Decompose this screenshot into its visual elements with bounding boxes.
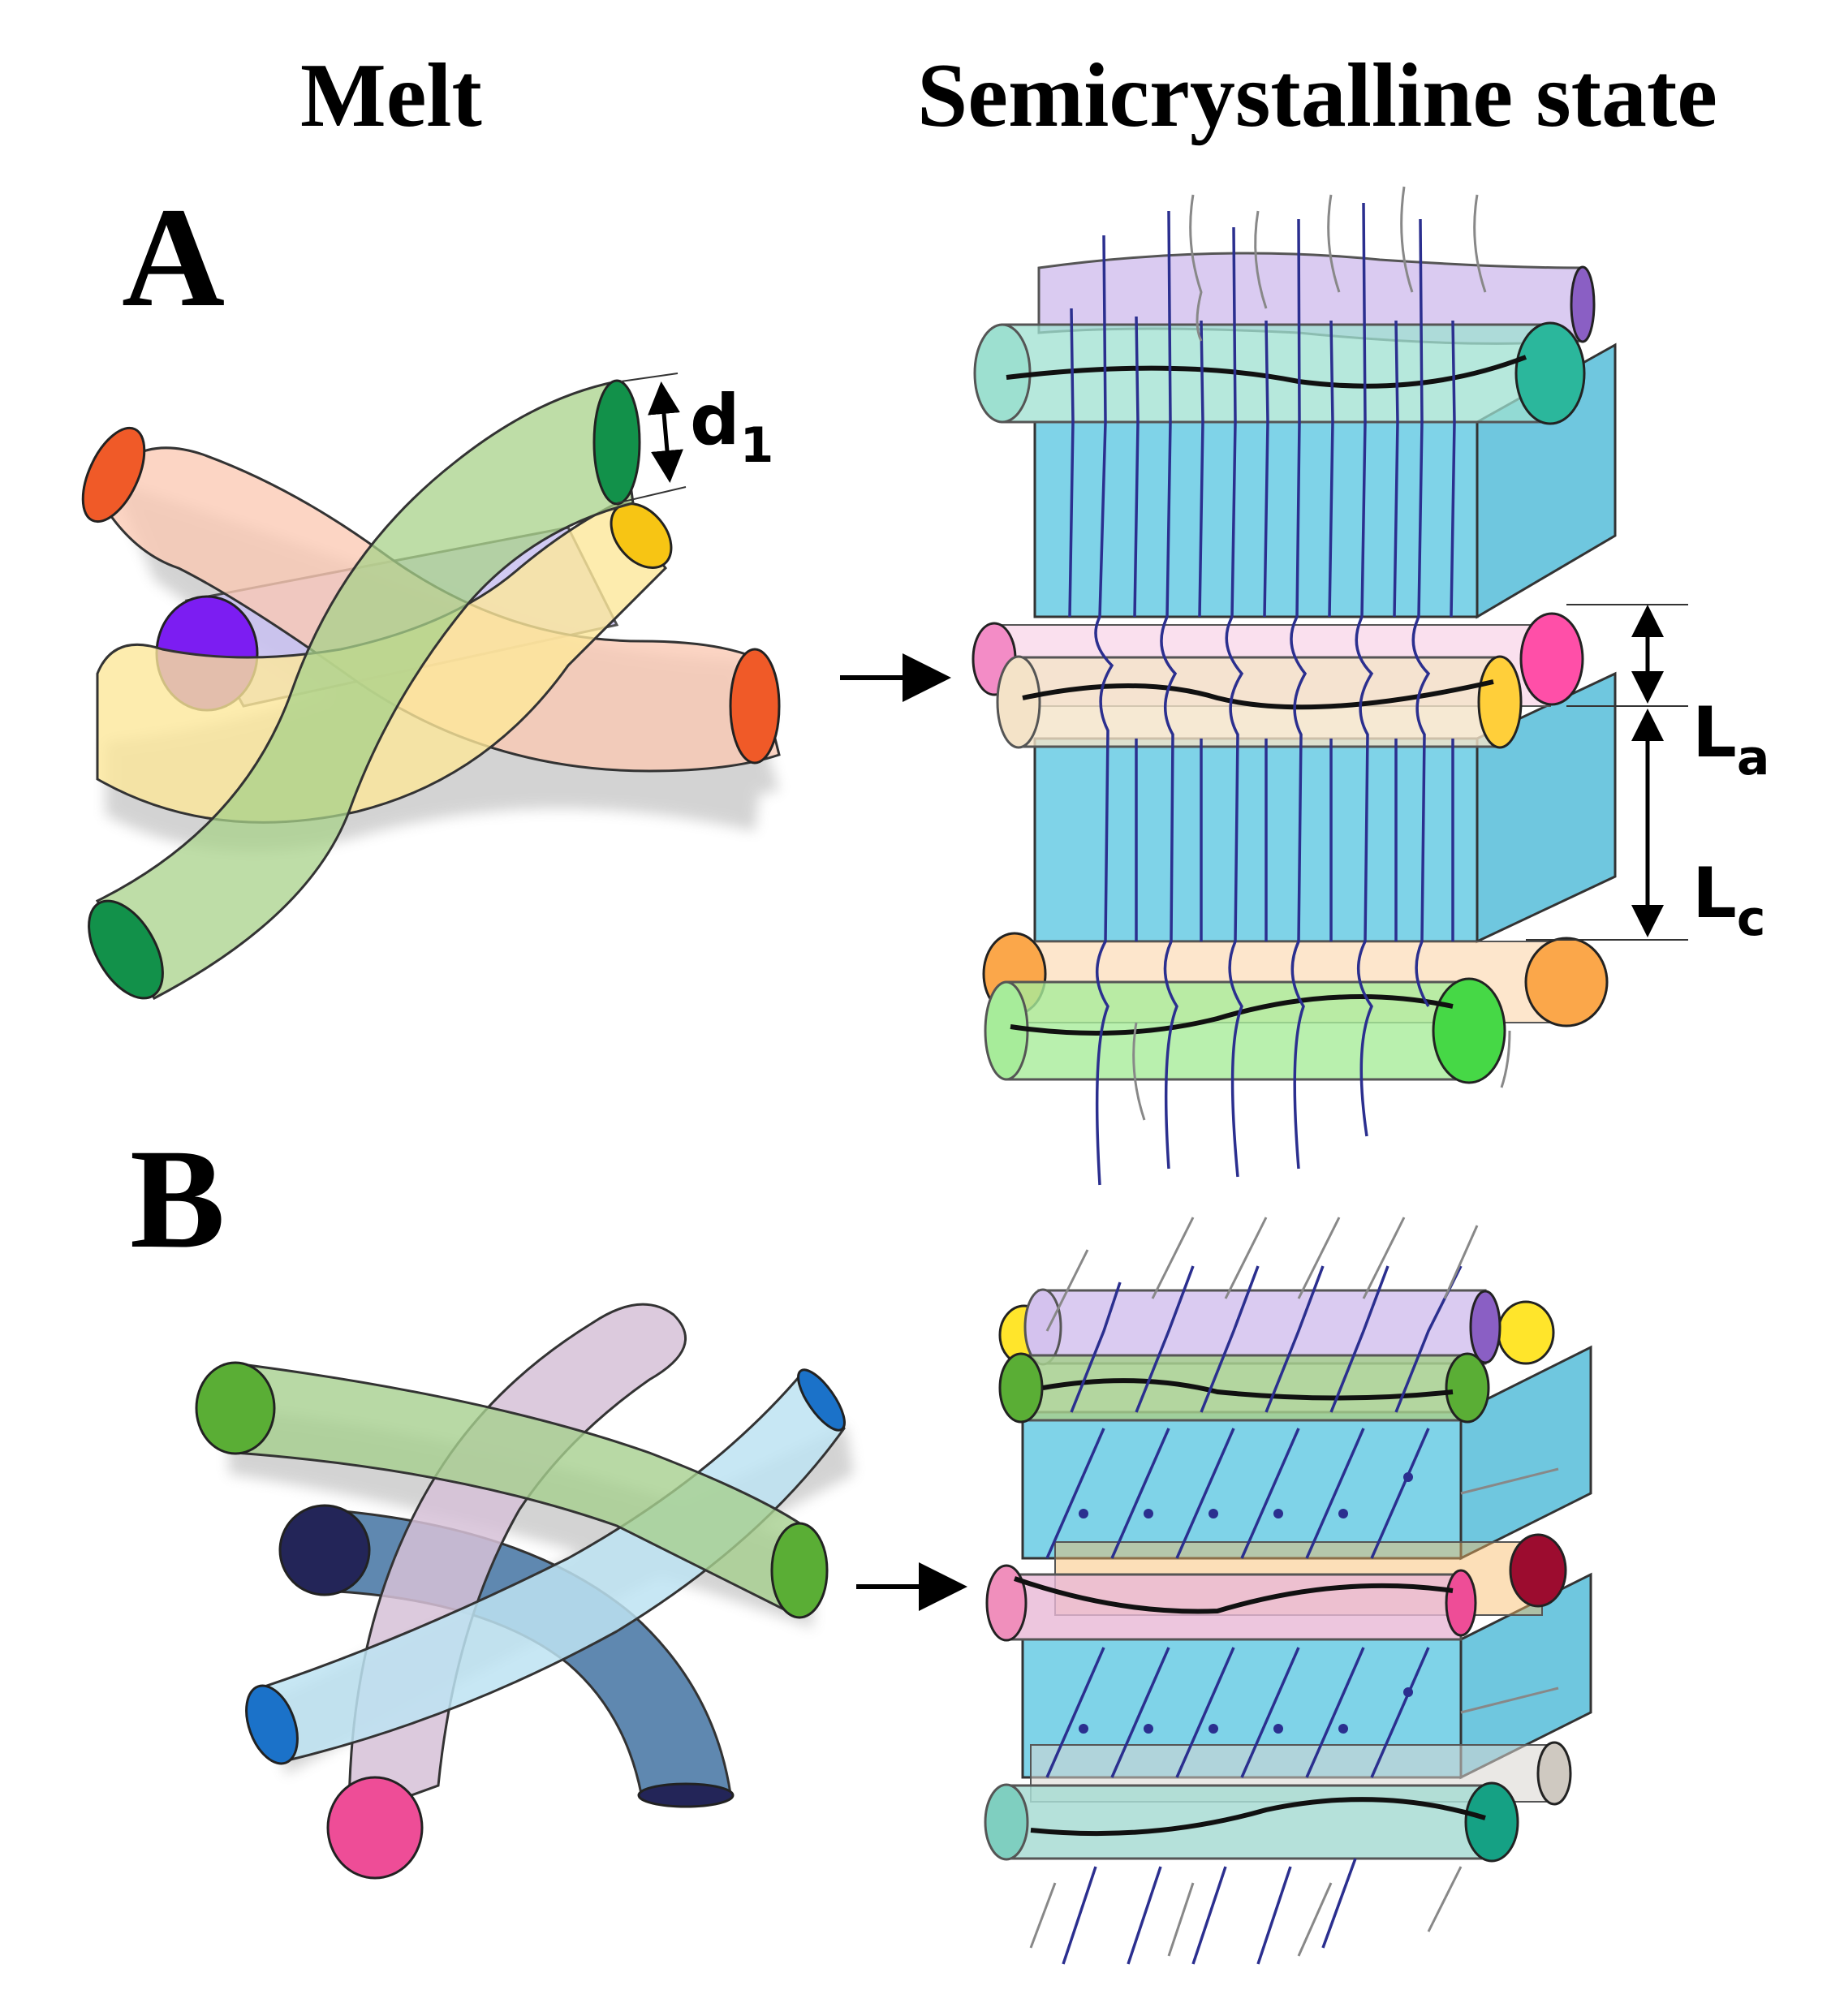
tube-b-top-lilac — [998, 1288, 1555, 1366]
tube-a-mid-cream — [996, 655, 1523, 749]
semicrystalline-b — [984, 1217, 1592, 1965]
chains-b — [1045, 1265, 1463, 1965]
crystal-lamella-b1 — [1021, 1345, 1592, 1561]
tube-b-mid — [985, 1533, 1567, 1642]
tube-a-bottom-green — [984, 977, 1506, 1084]
melt-a-tube-green — [88, 379, 641, 1000]
label-lc: Lc — [1692, 853, 1766, 947]
d1-dimension — [616, 373, 687, 504]
melt-b-tube-green — [195, 1361, 829, 1619]
crystal-lamella-a1 — [1033, 342, 1617, 619]
chains-a — [1068, 202, 1456, 1186]
label-la: La — [1692, 692, 1770, 786]
tube-a-top-teal — [973, 321, 1586, 425]
tube-b-bottom — [984, 1741, 1572, 1863]
melt-a-tubes — [81, 379, 781, 1000]
gray-chains-b — [1029, 1217, 1559, 1957]
semicrystalline-header: Semicrystalline state — [917, 45, 1717, 146]
gray-chains-a — [1132, 186, 1511, 1121]
melt-b-tubes — [195, 1303, 854, 1880]
melt-header: Melt — [300, 45, 482, 146]
tube-b-top-green — [998, 1352, 1490, 1424]
melt-b-tube-lightblue — [245, 1368, 846, 1765]
chain-dots-b — [1079, 1472, 1413, 1734]
label-d1: d1 — [690, 380, 774, 474]
semicrystalline-a — [972, 186, 1688, 1186]
panel-label-b: B — [130, 1120, 226, 1278]
panel-label-a: A — [122, 179, 226, 337]
la-lc-dimension — [1526, 604, 1688, 941]
